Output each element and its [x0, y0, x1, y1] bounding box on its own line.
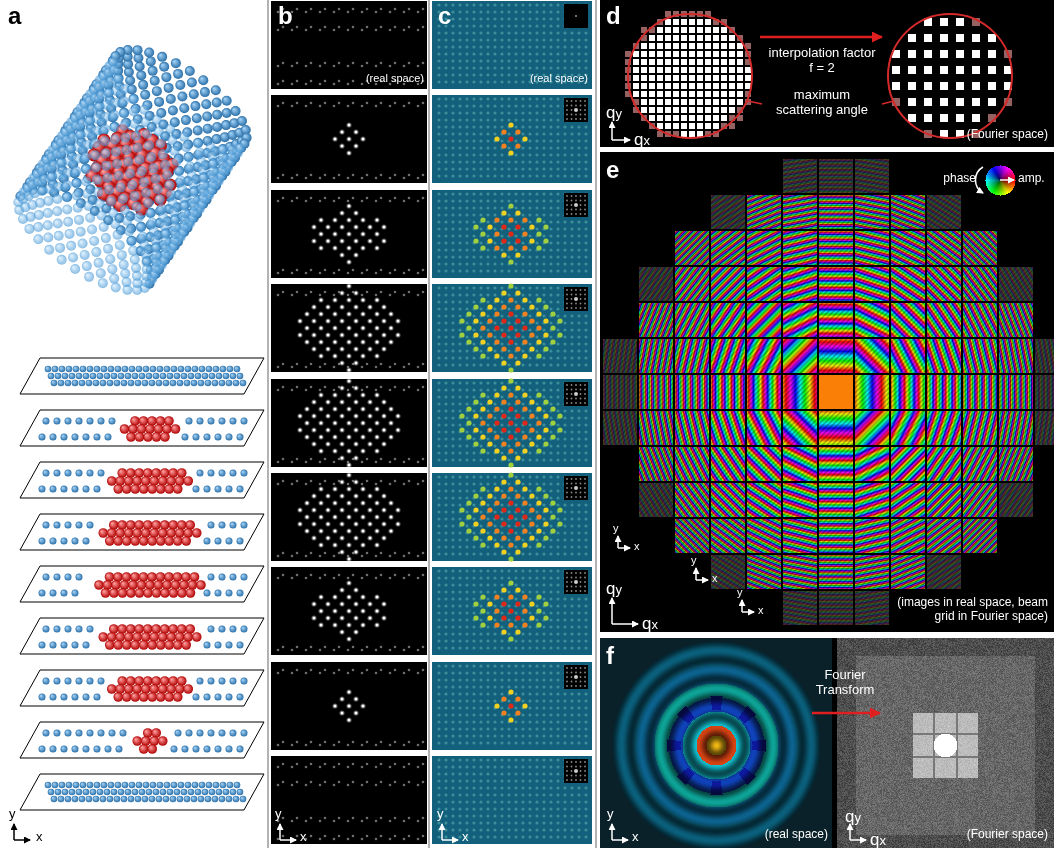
annotation: Fourier Transform [809, 668, 881, 698]
axis-label: y [9, 807, 16, 822]
scattering-circle [888, 14, 1012, 138]
axis-label: x [36, 830, 43, 845]
axis-arrow [612, 623, 638, 625]
axis-label: y [613, 522, 619, 535]
panel-letter: c [438, 2, 451, 30]
axis-arrow [612, 139, 630, 141]
axis-label: x [758, 604, 764, 617]
interpolation-arrow [760, 36, 882, 39]
phase-arrow [975, 167, 983, 193]
annotation: (real space) [530, 72, 588, 85]
axis-label: y [691, 554, 697, 567]
axis-arrow [442, 839, 458, 841]
fourier-arrow [812, 712, 880, 715]
axis-label: x [634, 540, 640, 553]
annotation: (real space) [765, 828, 828, 842]
axis-label: qy [606, 103, 622, 122]
axis-arrow [850, 839, 866, 841]
panel-separator [428, 0, 430, 848]
axis-arrow [280, 839, 296, 841]
panel-letter: b [278, 2, 293, 30]
panel-separator [267, 0, 269, 848]
amplitude-arrow [1000, 179, 1014, 181]
axis-label: x [300, 830, 307, 845]
axis-label: x [712, 572, 718, 585]
axis-arrow [611, 824, 613, 840]
annotation: maximum scattering angle [767, 88, 877, 118]
axis-label: qx [634, 130, 650, 149]
axis-arrow [441, 824, 443, 840]
annotation: phase [943, 172, 976, 186]
axis-arrow [13, 824, 15, 840]
axis-label: y [607, 807, 614, 822]
leader-line [748, 101, 762, 104]
axis-arrow [617, 536, 619, 548]
annotation: (Fourier space) [967, 128, 1048, 142]
panel-letter: d [606, 2, 621, 30]
annotation: amp. [1018, 172, 1045, 186]
axis-label: qy [845, 807, 861, 826]
axis-arrow [742, 611, 754, 613]
axis-arrow [618, 547, 630, 549]
axis-arrow [279, 824, 281, 840]
panel-letter: e [606, 156, 619, 184]
axis-label: qx [642, 614, 658, 633]
panel-letter: f [606, 642, 614, 670]
scattering-circle [628, 14, 752, 138]
axis-label: x [632, 830, 639, 845]
annotation: interpolation factor f = 2 [767, 46, 877, 76]
axis-arrow [612, 839, 628, 841]
panel-separator [595, 0, 597, 848]
axis-arrow [14, 839, 30, 841]
axis-arrow [611, 122, 613, 140]
axis-label: x [462, 830, 469, 845]
axis-arrow [695, 568, 697, 580]
leader-line [882, 101, 894, 104]
axis-arrow [741, 600, 743, 612]
axis-label: y [437, 807, 444, 822]
panel-letter: a [8, 2, 21, 30]
axis-arrow [696, 579, 708, 581]
annotation: (Fourier space) [967, 828, 1048, 842]
axis-label: qx [870, 830, 886, 848]
axis-label: y [737, 586, 743, 599]
axis-label: qy [606, 579, 622, 598]
annotation: (images in real space, beam grid in Four… [878, 596, 1048, 624]
axis-label: y [275, 807, 282, 822]
annotation: (real space) [366, 72, 424, 85]
axis-arrow [611, 598, 613, 624]
axis-arrow [849, 824, 851, 840]
